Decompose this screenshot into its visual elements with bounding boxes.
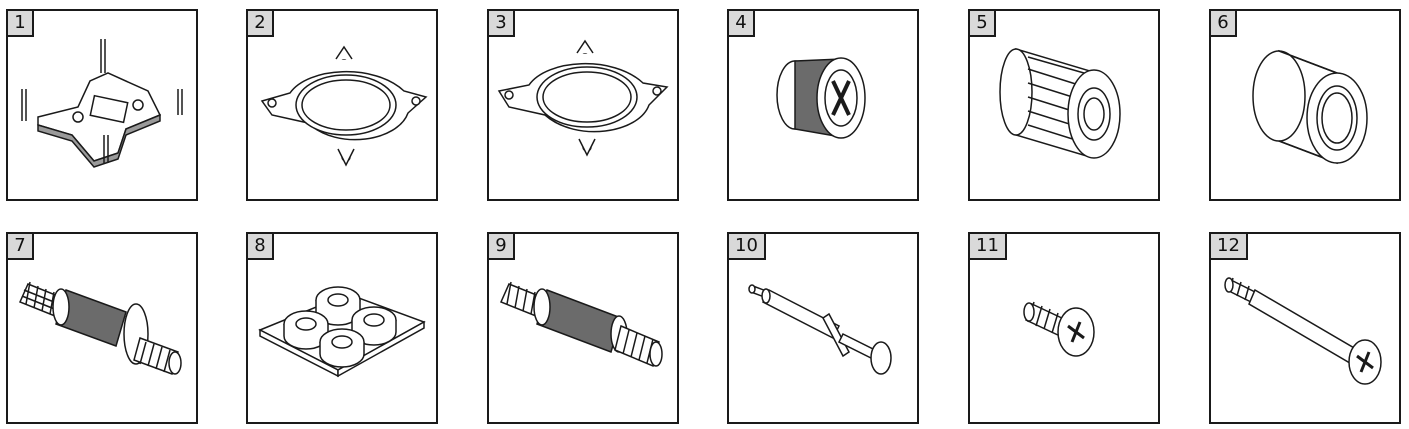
part-number-badge: 7	[6, 232, 34, 260]
mounting-ring-icon	[248, 11, 436, 199]
part-number-badge: 8	[246, 232, 274, 260]
part-number-badge: 3	[487, 9, 515, 37]
part-cell-6: 6	[1209, 9, 1401, 201]
part-number-badge: 5	[968, 9, 996, 37]
part-number-badge: 11	[968, 232, 1007, 260]
part-cell-8: 8	[246, 232, 438, 424]
part-number-badge: 2	[246, 9, 274, 37]
short-phillips-screw-icon	[970, 234, 1158, 422]
part-cell-12: 12	[1209, 232, 1401, 424]
part-cell-7: 7	[6, 232, 198, 424]
part-cell-5: 5	[968, 9, 1160, 201]
part-cell-2: 2	[246, 9, 438, 201]
spacer-sleeve-icon	[1211, 11, 1399, 199]
part-cell-3: 3	[487, 9, 679, 201]
part-cell-1: 1	[6, 9, 198, 201]
mounting-ring-alt-icon	[489, 11, 677, 199]
ribbed-nut-icon	[970, 11, 1158, 199]
backplate-bracket-icon	[8, 11, 196, 199]
part-number-badge: 6	[1209, 9, 1237, 37]
thermal-paste-syringe-icon	[729, 234, 917, 422]
part-number-badge: 9	[487, 232, 515, 260]
knurled-standoff-with-flange-icon	[8, 234, 196, 422]
part-cell-9: 9	[487, 232, 679, 424]
knurled-standoff-icon	[489, 234, 677, 422]
part-cell-4: 4	[727, 9, 919, 201]
part-number-badge: 10	[727, 232, 766, 260]
long-shoulder-screw-icon	[1211, 234, 1399, 422]
knurled-thumb-nut-icon	[729, 11, 917, 199]
part-number-badge: 12	[1209, 232, 1248, 260]
part-cell-10: 10	[727, 232, 919, 424]
part-cell-11: 11	[968, 232, 1160, 424]
rubber-washer-sheet-icon	[248, 234, 436, 422]
part-number-badge: 1	[6, 9, 34, 37]
part-number-badge: 4	[727, 9, 755, 37]
